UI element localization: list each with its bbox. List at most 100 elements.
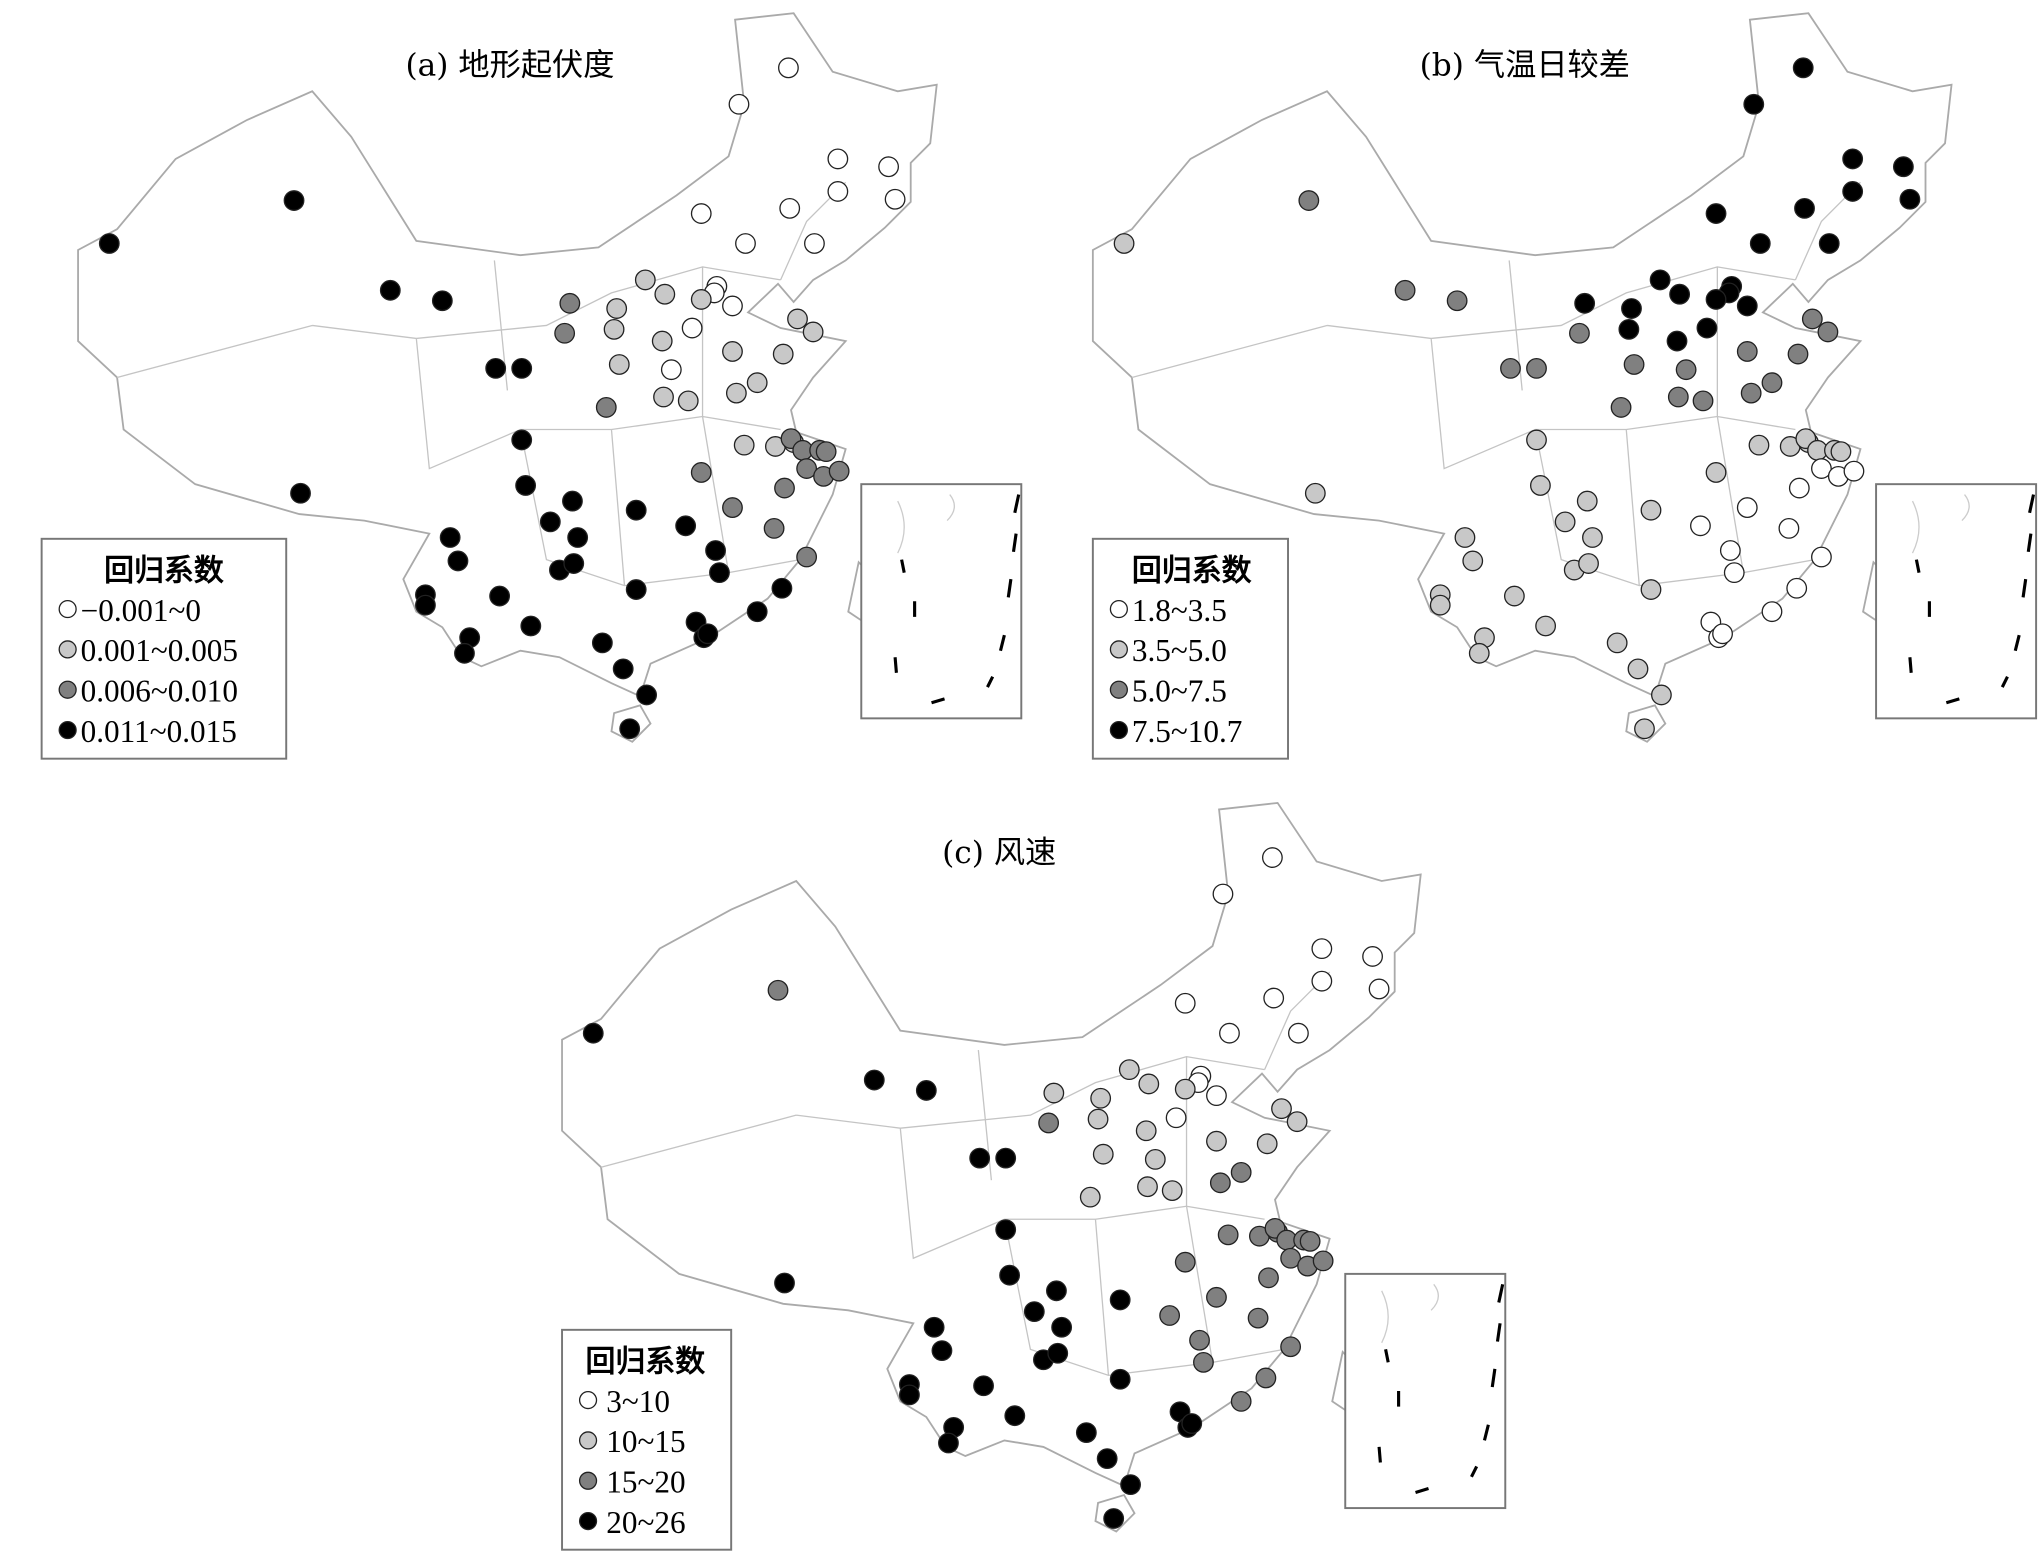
station-marker bbox=[1304, 482, 1326, 504]
legend-item-label: 20~26 bbox=[606, 1505, 685, 1540]
station-marker bbox=[863, 1069, 885, 1091]
station-marker bbox=[878, 156, 900, 178]
station-marker bbox=[915, 1080, 937, 1101]
station-marker bbox=[1792, 57, 1814, 79]
station-marker bbox=[1468, 642, 1490, 664]
station-marker bbox=[1621, 298, 1642, 319]
station-marker bbox=[938, 1432, 959, 1454]
station-marker bbox=[1740, 382, 1762, 404]
station-marker bbox=[1144, 1148, 1166, 1170]
station-marker bbox=[1023, 1301, 1045, 1323]
station-marker bbox=[709, 562, 730, 584]
station-marker bbox=[774, 1272, 795, 1294]
station-marker bbox=[1189, 1329, 1210, 1351]
legend-swatch bbox=[1109, 640, 1128, 659]
station-marker bbox=[1666, 330, 1688, 352]
station-marker bbox=[1087, 1108, 1109, 1130]
station-marker bbox=[779, 197, 801, 219]
station-marker bbox=[1788, 477, 1810, 499]
station-marker bbox=[1843, 460, 1865, 482]
station-marker bbox=[1286, 1111, 1308, 1133]
station-marker bbox=[999, 1264, 1020, 1286]
south-china-sea-inset bbox=[1343, 1272, 1507, 1510]
station-marker bbox=[1667, 386, 1689, 408]
station-marker bbox=[625, 499, 647, 521]
station-marker bbox=[969, 1147, 991, 1169]
panel-title: (b) 气温日较差 bbox=[1420, 48, 1630, 84]
station-marker bbox=[619, 718, 641, 740]
station-marker bbox=[1530, 475, 1551, 496]
legend-title: 回归系数 bbox=[585, 1344, 705, 1379]
station-marker bbox=[1719, 540, 1741, 561]
station-marker bbox=[746, 372, 768, 394]
legend-item-label: 0.006~0.010 bbox=[81, 673, 238, 708]
station-markers bbox=[582, 847, 1390, 1529]
station-marker bbox=[539, 511, 561, 533]
station-marker bbox=[1311, 938, 1333, 960]
station-marker bbox=[735, 233, 756, 254]
legend: 回归系数−0.001~00.001~0.0050.006~0.0100.011~… bbox=[40, 537, 288, 760]
station-marker bbox=[1690, 515, 1711, 537]
legend-swatch bbox=[58, 640, 77, 659]
station-marker bbox=[1634, 718, 1655, 740]
station-marker bbox=[1462, 550, 1484, 572]
station-marker bbox=[1206, 1286, 1227, 1308]
station-marker bbox=[1159, 1305, 1181, 1326]
station-marker bbox=[828, 460, 850, 482]
legend-swatch bbox=[1109, 720, 1128, 740]
panel-title: (c) 风速 bbox=[942, 835, 1056, 871]
station-marker bbox=[511, 429, 533, 451]
station-marker bbox=[746, 601, 768, 623]
station-marker bbox=[1640, 499, 1662, 521]
station-marker bbox=[1212, 883, 1234, 905]
legend-swatch bbox=[578, 1471, 598, 1490]
station-marker bbox=[1446, 290, 1468, 312]
station-marker bbox=[1736, 341, 1758, 362]
station-marker bbox=[653, 386, 674, 408]
station-marker bbox=[722, 497, 743, 518]
station-marker bbox=[884, 188, 906, 210]
station-marker bbox=[973, 1375, 994, 1397]
station-marker bbox=[1705, 462, 1727, 483]
legend-title: 回归系数 bbox=[104, 553, 224, 588]
station-marker bbox=[1255, 1367, 1277, 1389]
station-marker bbox=[1271, 1098, 1292, 1120]
station-marker bbox=[1161, 1180, 1183, 1202]
legend-swatch bbox=[578, 1431, 598, 1450]
station-marker bbox=[1090, 1087, 1112, 1109]
station-marker bbox=[1047, 1342, 1069, 1364]
station-marker bbox=[1165, 1107, 1187, 1129]
station-marker bbox=[1120, 1474, 1141, 1496]
station-marker bbox=[1503, 585, 1525, 607]
station-marker bbox=[439, 527, 461, 548]
station-marker bbox=[778, 57, 799, 79]
station-marker bbox=[1576, 490, 1598, 512]
station-marker bbox=[1817, 321, 1839, 343]
station-marker bbox=[1723, 562, 1745, 584]
station-marker bbox=[815, 441, 837, 463]
station-marker bbox=[1842, 181, 1864, 202]
station-marker bbox=[1135, 1120, 1157, 1142]
station-marker bbox=[705, 540, 726, 561]
station-marker bbox=[1092, 1143, 1114, 1165]
legend-item-label: 1.8~3.5 bbox=[1132, 593, 1227, 628]
station-marker bbox=[1174, 992, 1196, 1014]
station-marker bbox=[651, 330, 673, 352]
station-marker bbox=[1623, 354, 1645, 375]
station-marker bbox=[675, 515, 697, 537]
station-marker bbox=[283, 190, 305, 211]
legend-item-label: 15~20 bbox=[606, 1464, 685, 1499]
station-marker bbox=[1892, 156, 1914, 178]
station-marker bbox=[1429, 594, 1451, 616]
station-marker bbox=[562, 490, 583, 512]
station-marker bbox=[415, 594, 436, 616]
station-marker bbox=[1526, 357, 1547, 379]
station-marker bbox=[1280, 1336, 1302, 1358]
legend-item-label: −0.001~0 bbox=[81, 593, 201, 628]
station-marker bbox=[1669, 283, 1691, 305]
station-marker bbox=[290, 482, 311, 504]
station-marker bbox=[1075, 1422, 1097, 1444]
station-marker bbox=[1261, 847, 1283, 868]
